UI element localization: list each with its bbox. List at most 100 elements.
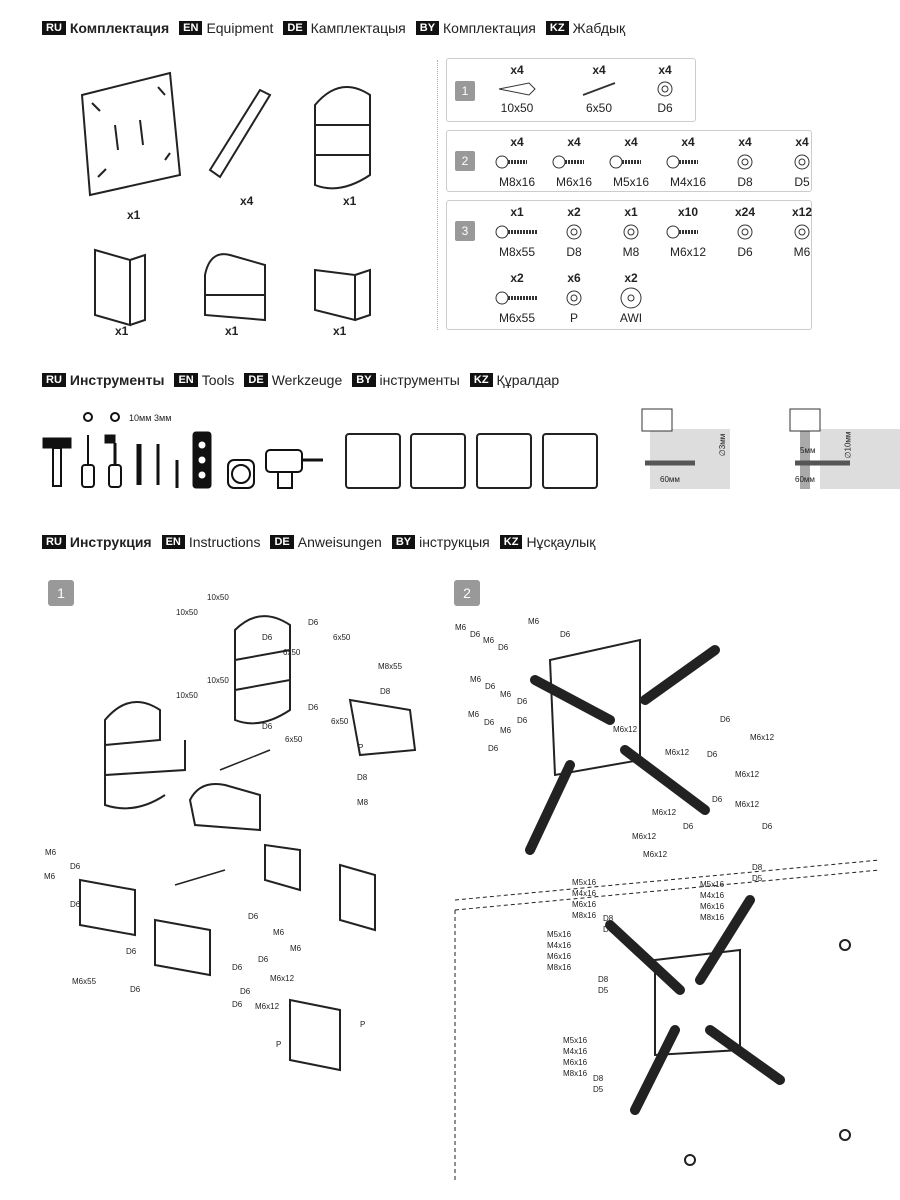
item-qty: x4 <box>510 135 524 149</box>
item-qty: x4 <box>795 135 809 149</box>
item-name: D6 <box>737 245 753 259</box>
callout-label: M6x16 <box>547 952 572 961</box>
item-qty: x12 <box>791 205 813 219</box>
washer-icon <box>566 290 582 306</box>
callout-label: M6 <box>483 636 495 645</box>
callout-label: D5 <box>593 1085 604 1094</box>
callout-label: 6x50 <box>333 633 351 642</box>
item-name: P <box>569 311 578 325</box>
callout-label: M6x12 <box>735 770 760 779</box>
callout-label: D8 <box>598 975 609 984</box>
callout-label: M8 <box>357 798 369 807</box>
bolt-icon <box>495 291 537 305</box>
dowel-icon <box>498 82 536 96</box>
warning-gas-icon <box>542 433 598 489</box>
drill-bit-icon <box>136 444 160 485</box>
part-qty: x1 <box>225 324 239 338</box>
callout-label: D6 <box>712 795 723 804</box>
callout-label: M6x16 <box>563 1058 588 1067</box>
callout-label: D6 <box>498 643 509 652</box>
title-ru: Инструкция <box>69 534 152 550</box>
wood-icon <box>641 408 673 432</box>
callout-label: D6 <box>762 822 773 831</box>
callout-label: M8x16 <box>563 1069 588 1078</box>
wood-diameter: ∅3мм <box>718 433 728 457</box>
lang-tag: RU <box>42 373 66 387</box>
level-icon <box>192 431 212 489</box>
callout-label: D5 <box>752 874 763 883</box>
callout-label: D6 <box>720 715 731 724</box>
item-name: M6x55 <box>498 311 536 325</box>
item-name: M8x16 <box>498 175 536 189</box>
callout-label: D6 <box>126 947 137 956</box>
item-name: 6x50 <box>585 101 613 115</box>
step-2-badge: 2 <box>454 580 480 606</box>
part-qty: x1 <box>333 324 347 338</box>
drill-size: 3мм <box>154 413 172 423</box>
callout-label: P <box>358 743 364 752</box>
callout-label: D5 <box>603 925 614 934</box>
title-de: Anweisungen <box>297 534 382 550</box>
callout-label: M6x12 <box>665 748 690 757</box>
part-qty: x1 <box>115 324 129 338</box>
item-name: M6x16 <box>555 175 593 189</box>
item-qty: x4 <box>624 135 638 149</box>
callout-label: M6x12 <box>750 733 775 742</box>
kit-number: 1 <box>455 81 475 101</box>
tape-measure-icon <box>227 459 255 489</box>
brick-diameter: ∅10мм <box>843 431 853 459</box>
lang-tag: EN <box>161 535 185 549</box>
bolt-icon <box>666 225 698 239</box>
callout-label: D6 <box>485 682 496 691</box>
callout-label: D6 <box>470 630 481 639</box>
callout-label: M6 <box>528 617 540 626</box>
callout-label: D8 <box>357 773 368 782</box>
title-ru: Инструменты <box>69 372 165 388</box>
lang-tag: RU <box>42 21 66 35</box>
callout-label: P <box>276 1040 282 1049</box>
warning-two-people-icon <box>345 433 401 489</box>
callout-label: 6x50 <box>283 648 301 657</box>
callout-label: M8x55 <box>378 662 403 671</box>
item-qty: x4 <box>510 63 524 77</box>
item-qty: x2 <box>567 205 581 219</box>
item-name: M4x16 <box>669 175 707 189</box>
item-qty: x10 <box>677 205 699 219</box>
callout-label: 10x50 <box>176 691 198 700</box>
title-kz: Жабдық <box>572 20 626 36</box>
arm-drawing <box>208 88 272 179</box>
brick-offset: 5мм <box>800 446 816 455</box>
callout-label: D6 <box>707 750 718 759</box>
lang-tag: EN <box>179 21 203 35</box>
callout-label: D6 <box>308 703 319 712</box>
item-qty: x24 <box>734 205 756 219</box>
flat-screwdriver-icon <box>104 412 122 488</box>
step-2-illustration <box>454 638 881 1180</box>
bolt-icon <box>552 155 584 169</box>
lang-tag: BY <box>352 373 376 387</box>
item-qty: x4 <box>592 63 606 77</box>
callout-label: D8 <box>380 687 391 696</box>
callout-label: D6 <box>488 744 499 753</box>
callout-label: M6 <box>290 944 302 953</box>
item-qty: x1 <box>510 205 524 219</box>
step-1-badge: 1 <box>48 580 74 606</box>
callout-label: M5x16 <box>547 930 572 939</box>
callout-label: M6x12 <box>735 800 760 809</box>
washer-icon <box>794 224 810 240</box>
lang-tag: BY <box>391 535 416 549</box>
washer-icon <box>794 154 810 170</box>
callout-label: 6x50 <box>331 717 349 726</box>
callout-label: M8x16 <box>547 963 572 972</box>
